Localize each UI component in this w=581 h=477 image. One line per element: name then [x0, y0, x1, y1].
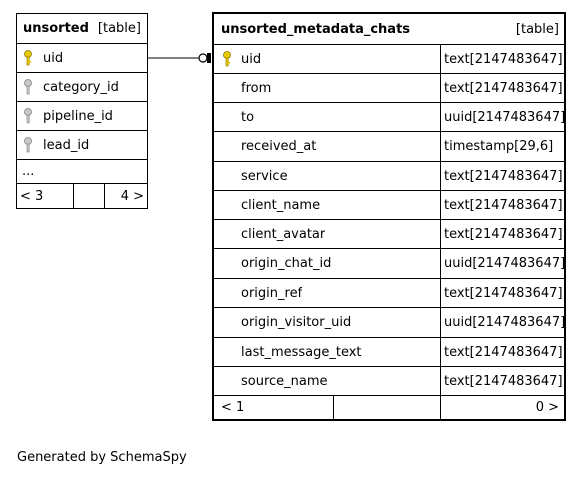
- column-type: text[2147483647]: [444, 51, 563, 67]
- column-name: from: [241, 80, 272, 96]
- column-name: to: [241, 109, 255, 125]
- column-type: uuid[2147483647]: [444, 315, 566, 330]
- column-row: pipeline_id: [17, 101, 147, 130]
- divider: [104, 184, 105, 208]
- ellipsis: ...: [22, 164, 35, 179]
- divider: [73, 184, 74, 208]
- column-row: lead_id: [17, 130, 147, 159]
- divider: [440, 367, 441, 395]
- table-name: unsorted: [23, 21, 89, 36]
- divider: [440, 191, 441, 219]
- table-name: unsorted_metadata_chats: [221, 21, 411, 37]
- column-name: pipeline_id: [43, 108, 113, 124]
- divider: [440, 45, 441, 73]
- nav-prev[interactable]: < 1: [221, 400, 245, 415]
- column-type: uuid[2147483647]: [444, 109, 566, 125]
- column-row: service text[2147483647]: [214, 161, 564, 190]
- column-name: client_name: [241, 197, 321, 213]
- column-row: client_avatar text[2147483647]: [214, 219, 564, 248]
- column-type: text[2147483647]: [444, 197, 563, 213]
- column-type: timestamp[29,6]: [444, 139, 554, 154]
- primary-key-icon: [223, 51, 231, 67]
- divider: [440, 249, 441, 278]
- column-type: text[2147483647]: [444, 226, 563, 242]
- column-type: uuid[2147483647]: [444, 256, 566, 271]
- column-type: text[2147483647]: [444, 344, 563, 360]
- generated-by-label: Generated by SchemaSpy: [17, 450, 187, 465]
- column-name: source_name: [241, 373, 328, 389]
- column-name: received_at: [241, 139, 317, 154]
- column-row: from text[2147483647]: [214, 73, 564, 102]
- divider: [440, 103, 441, 131]
- divider: [440, 74, 441, 102]
- column-name: last_message_text: [241, 344, 362, 360]
- column-row: uid: [17, 43, 147, 72]
- column-row: to uuid[2147483647]: [214, 102, 566, 131]
- column-row: origin_chat_id uuid[2147483647]: [214, 248, 566, 278]
- column-name: category_id: [43, 79, 119, 95]
- table-unsorted-metadata-chats: unsorted_metadata_chats [table] uid text…: [212, 12, 566, 421]
- column-row: client_name text[2147483647]: [214, 190, 564, 219]
- table-unsorted: unsorted [table] uid category_id pipelin…: [16, 13, 148, 209]
- divider: [440, 338, 441, 366]
- column-name: client_avatar: [241, 226, 326, 242]
- nav-row: < 3 4 >: [17, 183, 147, 208]
- table-header: unsorted_metadata_chats [table]: [214, 14, 564, 44]
- column-row: received_at timestamp[29,6]: [214, 131, 564, 161]
- divider: [440, 396, 441, 419]
- table-type: [table]: [97, 21, 141, 36]
- divider: [440, 279, 441, 307]
- nav-next[interactable]: 0 >: [535, 400, 559, 415]
- column-row: source_name text[2147483647]: [214, 366, 564, 395]
- foreign-key-icon: [24, 79, 32, 95]
- column-name: origin_visitor_uid: [241, 315, 352, 330]
- column-type: text[2147483647]: [444, 285, 563, 301]
- divider: [333, 396, 334, 419]
- foreign-key-icon: [24, 137, 32, 153]
- foreign-key-icon: [24, 108, 32, 124]
- column-name: uid: [43, 50, 64, 66]
- column-name: origin_chat_id: [241, 256, 332, 271]
- column-name: origin_ref: [241, 285, 303, 301]
- column-row: origin_visitor_uid uuid[2147483647]: [214, 307, 566, 337]
- divider: [440, 132, 441, 161]
- column-name: lead_id: [43, 137, 90, 153]
- divider: [440, 162, 441, 190]
- column-row: uid text[2147483647]: [214, 44, 564, 73]
- nav-prev[interactable]: < 3: [20, 188, 44, 204]
- column-name: service: [241, 168, 288, 184]
- column-type: text[2147483647]: [444, 373, 563, 389]
- column-name: uid: [241, 51, 262, 67]
- column-type: text[2147483647]: [444, 80, 563, 96]
- column-row: last_message_text text[2147483647]: [214, 337, 564, 366]
- primary-key-icon: [24, 50, 32, 66]
- table-header: unsorted [table]: [17, 14, 147, 43]
- divider: [440, 220, 441, 248]
- divider: [440, 308, 441, 337]
- nav-row: < 1 0 >: [214, 395, 564, 419]
- table-type: [table]: [515, 21, 559, 37]
- more-columns-row: ...: [17, 159, 147, 183]
- column-row: origin_ref text[2147483647]: [214, 278, 564, 307]
- column-type: text[2147483647]: [444, 168, 563, 184]
- column-row: category_id: [17, 72, 147, 101]
- nav-next[interactable]: 4 >: [120, 188, 144, 204]
